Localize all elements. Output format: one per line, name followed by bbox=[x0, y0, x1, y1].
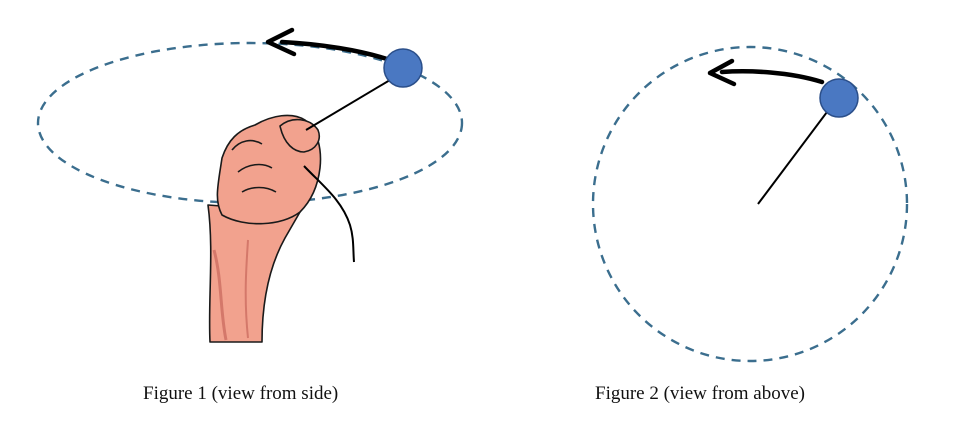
figure-1-caption: Figure 1 (view from side) bbox=[143, 383, 339, 404]
motion-arrowhead-side bbox=[265, 27, 297, 57]
string-tail bbox=[303, 165, 355, 263]
figure-2-caption: Figure 2 (view from above) bbox=[595, 383, 805, 404]
ball-side bbox=[383, 48, 423, 88]
figure-1: Figure 1 (view from side) bbox=[36, 27, 464, 404]
string-top bbox=[757, 107, 831, 205]
figure-2: Figure 2 (view from above) bbox=[540, 0, 976, 437]
motion-arrowhead-top bbox=[707, 58, 737, 87]
ball-top bbox=[819, 78, 859, 118]
figure-1-diagram bbox=[36, 27, 464, 343]
figure-2-diagram bbox=[591, 45, 909, 363]
orbit-path-top bbox=[591, 45, 909, 363]
string-side bbox=[305, 79, 391, 131]
motion-arrow-side bbox=[279, 39, 393, 63]
motion-arrow-top bbox=[719, 69, 825, 85]
hand-illustration bbox=[207, 114, 322, 343]
